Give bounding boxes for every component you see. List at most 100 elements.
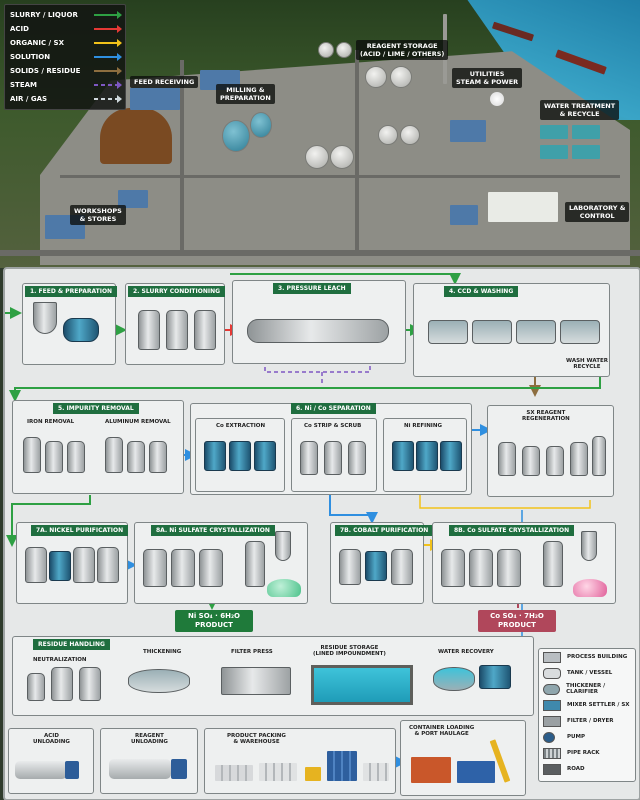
bag-stack [259,763,297,781]
crystallizer [199,549,223,587]
ion-exchange-column [49,551,71,581]
section-title: 8B. Co SULFATE CRYSTALLIZATION [449,525,575,536]
co-extraction-label: Co EXTRACTION [216,423,266,429]
ball-mill [250,112,272,138]
purification-tank [25,547,47,583]
section-title: 7A. NICKEL PURIFICATION [31,525,129,536]
neutralization-tank [79,667,101,701]
section-title: 4. CCD & WASHING [444,286,519,297]
section-title: 3. PRESSURE LEACH [273,283,351,294]
filter-icon [543,715,561,727]
nickel-product-word: PRODUCT [195,621,233,630]
internal-road [180,60,184,255]
process-building-icon [543,651,561,663]
purification-tank [73,547,95,583]
strip-tank [348,441,366,475]
section-ccd-washing: 4. CCD & WASHING WASH WATER RECYCLE [413,283,610,377]
legend-arrow-icon [94,53,122,61]
legend-label: STEAM [10,81,37,89]
section-title: 7B. COBALT PURIFICATION [335,525,434,536]
autoclave [247,319,389,343]
ccd-thickener [560,320,600,344]
regeneration-tank [522,446,540,476]
strip-tank [300,441,318,475]
cobalt-sulfate-pile [573,579,607,597]
truck-cab [171,759,187,779]
legend-arrow-icon [94,95,122,103]
wash-water-label: WASH WATER RECYCLE [566,358,608,370]
section-co-sulfate-crystallization: 8B. Co SULFATE CRYSTALLIZATION [432,522,616,604]
reagent-tank [318,42,334,58]
organic-return-pipe [419,490,591,509]
ore-stockpile [100,108,172,164]
legend-label: SOLUTION [10,53,51,61]
nickel-product-badge: Ni SO₄ · 6H₂O PRODUCT [175,610,253,633]
section-title: RESIDUE HANDLING [33,639,110,650]
legend-label: AIR / GAS [10,95,48,103]
slurry-pipe [230,273,461,285]
purification-tank [391,549,413,585]
bag-stack [363,763,389,781]
internal-road [355,50,359,255]
lined-impoundment [311,665,413,705]
control-building [450,205,478,225]
conditioning-tank [138,310,160,350]
section-feed-preparation: 1. FEED & PREPARATION [22,283,118,365]
legend-arrow-icon [94,81,122,89]
symbol-label: FILTER / DRYER [567,718,614,724]
packing-label: PRODUCT PACKING & WAREHOUSE [227,733,286,745]
thickener-icon [543,683,561,695]
ccd-thickener [516,320,556,344]
ni-refining-unit: Ni REFINING [383,418,467,492]
stores-building [118,190,148,208]
section-title: 6. Ni / Co SEPARATION [291,403,376,414]
mixer-settler [204,441,226,471]
section-impurity-removal: 5. IMPURITY REMOVAL IRON REMOVAL ALUMINU… [12,400,184,494]
crystallizer [441,549,465,587]
process-tank [305,145,329,169]
mixer-settler [254,441,276,471]
purification-tank [339,549,361,585]
section-title: 2. SLURRY CONDITIONING [128,286,226,297]
legend-arrow-icon [94,39,122,47]
crystallizer [469,549,493,587]
sx-regeneration-label: SX REAGENT REGENERATION [522,410,570,422]
neutralization-tank [27,673,45,701]
section-ni-sulfate-crystallization: 8A. Ni SULFATE CRYSTALLIZATION [134,522,308,604]
treatment-basin [572,145,600,159]
symbol-label: ROAD [567,766,585,772]
crystallizer [143,549,167,587]
legend-arrow-icon [94,25,122,33]
symbol-legend-item: TANK / VESSEL [543,665,635,681]
reagent-tanker-truck [109,759,171,779]
truck-cab [65,761,79,779]
reagent-tank [365,66,387,88]
ccd-thickener [428,320,468,344]
reagent-unloading-area: REAGENT UNLOADING [100,728,198,794]
dryer [543,541,563,587]
co-extraction-unit: Co EXTRACTION [195,418,285,492]
water-recovery-tank [433,667,475,691]
strip-tank [324,441,342,475]
section-cobalt-purification: 7B. COBALT PURIFICATION [330,522,434,604]
water-recovery-building [479,665,511,689]
conditioning-tank [194,310,216,350]
symbol-legend: PROCESS BUILDING TANK / VESSEL THICKENER… [538,648,636,782]
mixer-settler [416,441,438,471]
aluminum-removal-tank [149,441,167,473]
symbol-label: THICKENER / CLARIFIER [566,683,606,695]
aerial-plant-view: FEED RECEIVING MILLING & PREPARATION REA… [0,0,640,268]
section-ni-co-separation: 6. Ni / Co SEPARATION Co EXTRACTION Co S… [190,403,472,495]
ion-exchange-column [365,551,387,581]
symbol-legend-item: THICKENER / CLARIFIER [543,681,635,697]
symbol-label: PROCESS BUILDING [567,654,628,660]
internal-road [60,175,620,178]
iron-removal-tank [23,437,41,473]
section-sx-regeneration: SX REAGENT REGENERATION [487,405,614,497]
residue-thickener [128,669,190,693]
symbol-legend-item: MIXER SETTLER / SX [543,697,635,713]
process-tank [378,125,398,145]
iron-removal-tank [45,441,63,473]
treatment-basin [572,125,600,139]
mixer-settler-icon [543,699,561,711]
